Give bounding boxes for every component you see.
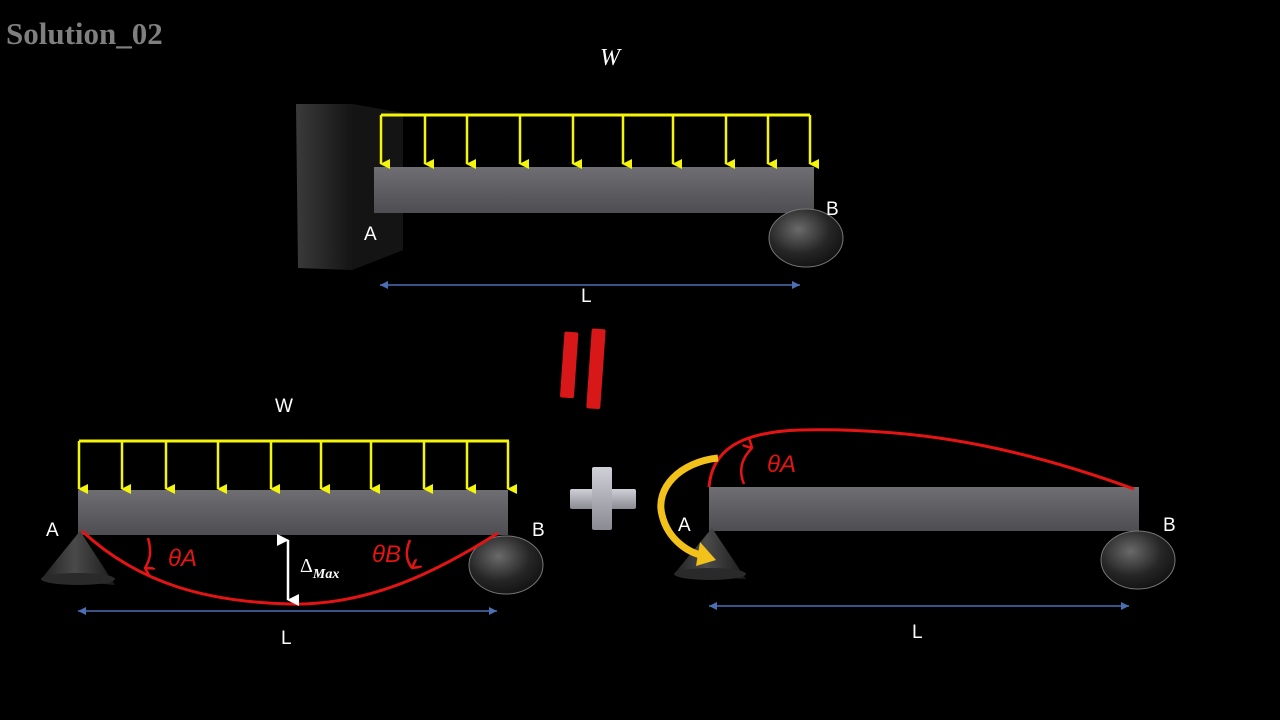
solution-title: Solution_02 (6, 16, 163, 51)
top-support-a-label: A (364, 224, 377, 245)
plus-symbol (570, 467, 636, 530)
moment-arrow (657, 454, 719, 560)
top-support-b-label: B (826, 199, 839, 220)
top-roller-support (768, 208, 844, 268)
left-roller-support (468, 535, 544, 595)
left-support-b-label: B (532, 520, 545, 541)
equals-symbol (560, 328, 606, 410)
right-beam (709, 487, 1139, 531)
left-support-a-label: A (46, 520, 59, 541)
top-load-label: W (600, 45, 622, 71)
right-support-a-label: A (678, 515, 691, 536)
left-beam-group: W A B L θA θB ΔMax (41, 396, 545, 649)
top-distributed-load (379, 113, 819, 169)
delta-subscript: Max (312, 567, 339, 582)
top-length-label: L (581, 286, 592, 307)
right-beam-group: A B L θA (657, 428, 1176, 643)
theta-a-arrow (145, 537, 150, 568)
left-theta-a-label: θA (168, 545, 197, 572)
right-length-label: L (912, 622, 923, 643)
left-theta-b-label: θB (372, 541, 401, 568)
top-beam (374, 167, 814, 213)
left-length-label: L (281, 628, 292, 649)
left-load-label: W (275, 396, 293, 417)
left-pin-support (42, 531, 115, 585)
right-roller-support (1100, 530, 1176, 590)
theta-b-arrow (405, 539, 412, 568)
right-deflection-curve (707, 428, 1135, 491)
right-theta-a-label: θA (767, 451, 796, 478)
left-beam (78, 490, 508, 535)
right-theta-a-arrow (740, 448, 752, 485)
right-support-b-label: B (1163, 515, 1176, 536)
delta-max-label: ΔMax (300, 555, 339, 582)
left-distributed-load (77, 439, 517, 494)
delta-symbol: Δ (300, 555, 313, 577)
top-beam-group: W A B L (296, 45, 844, 307)
